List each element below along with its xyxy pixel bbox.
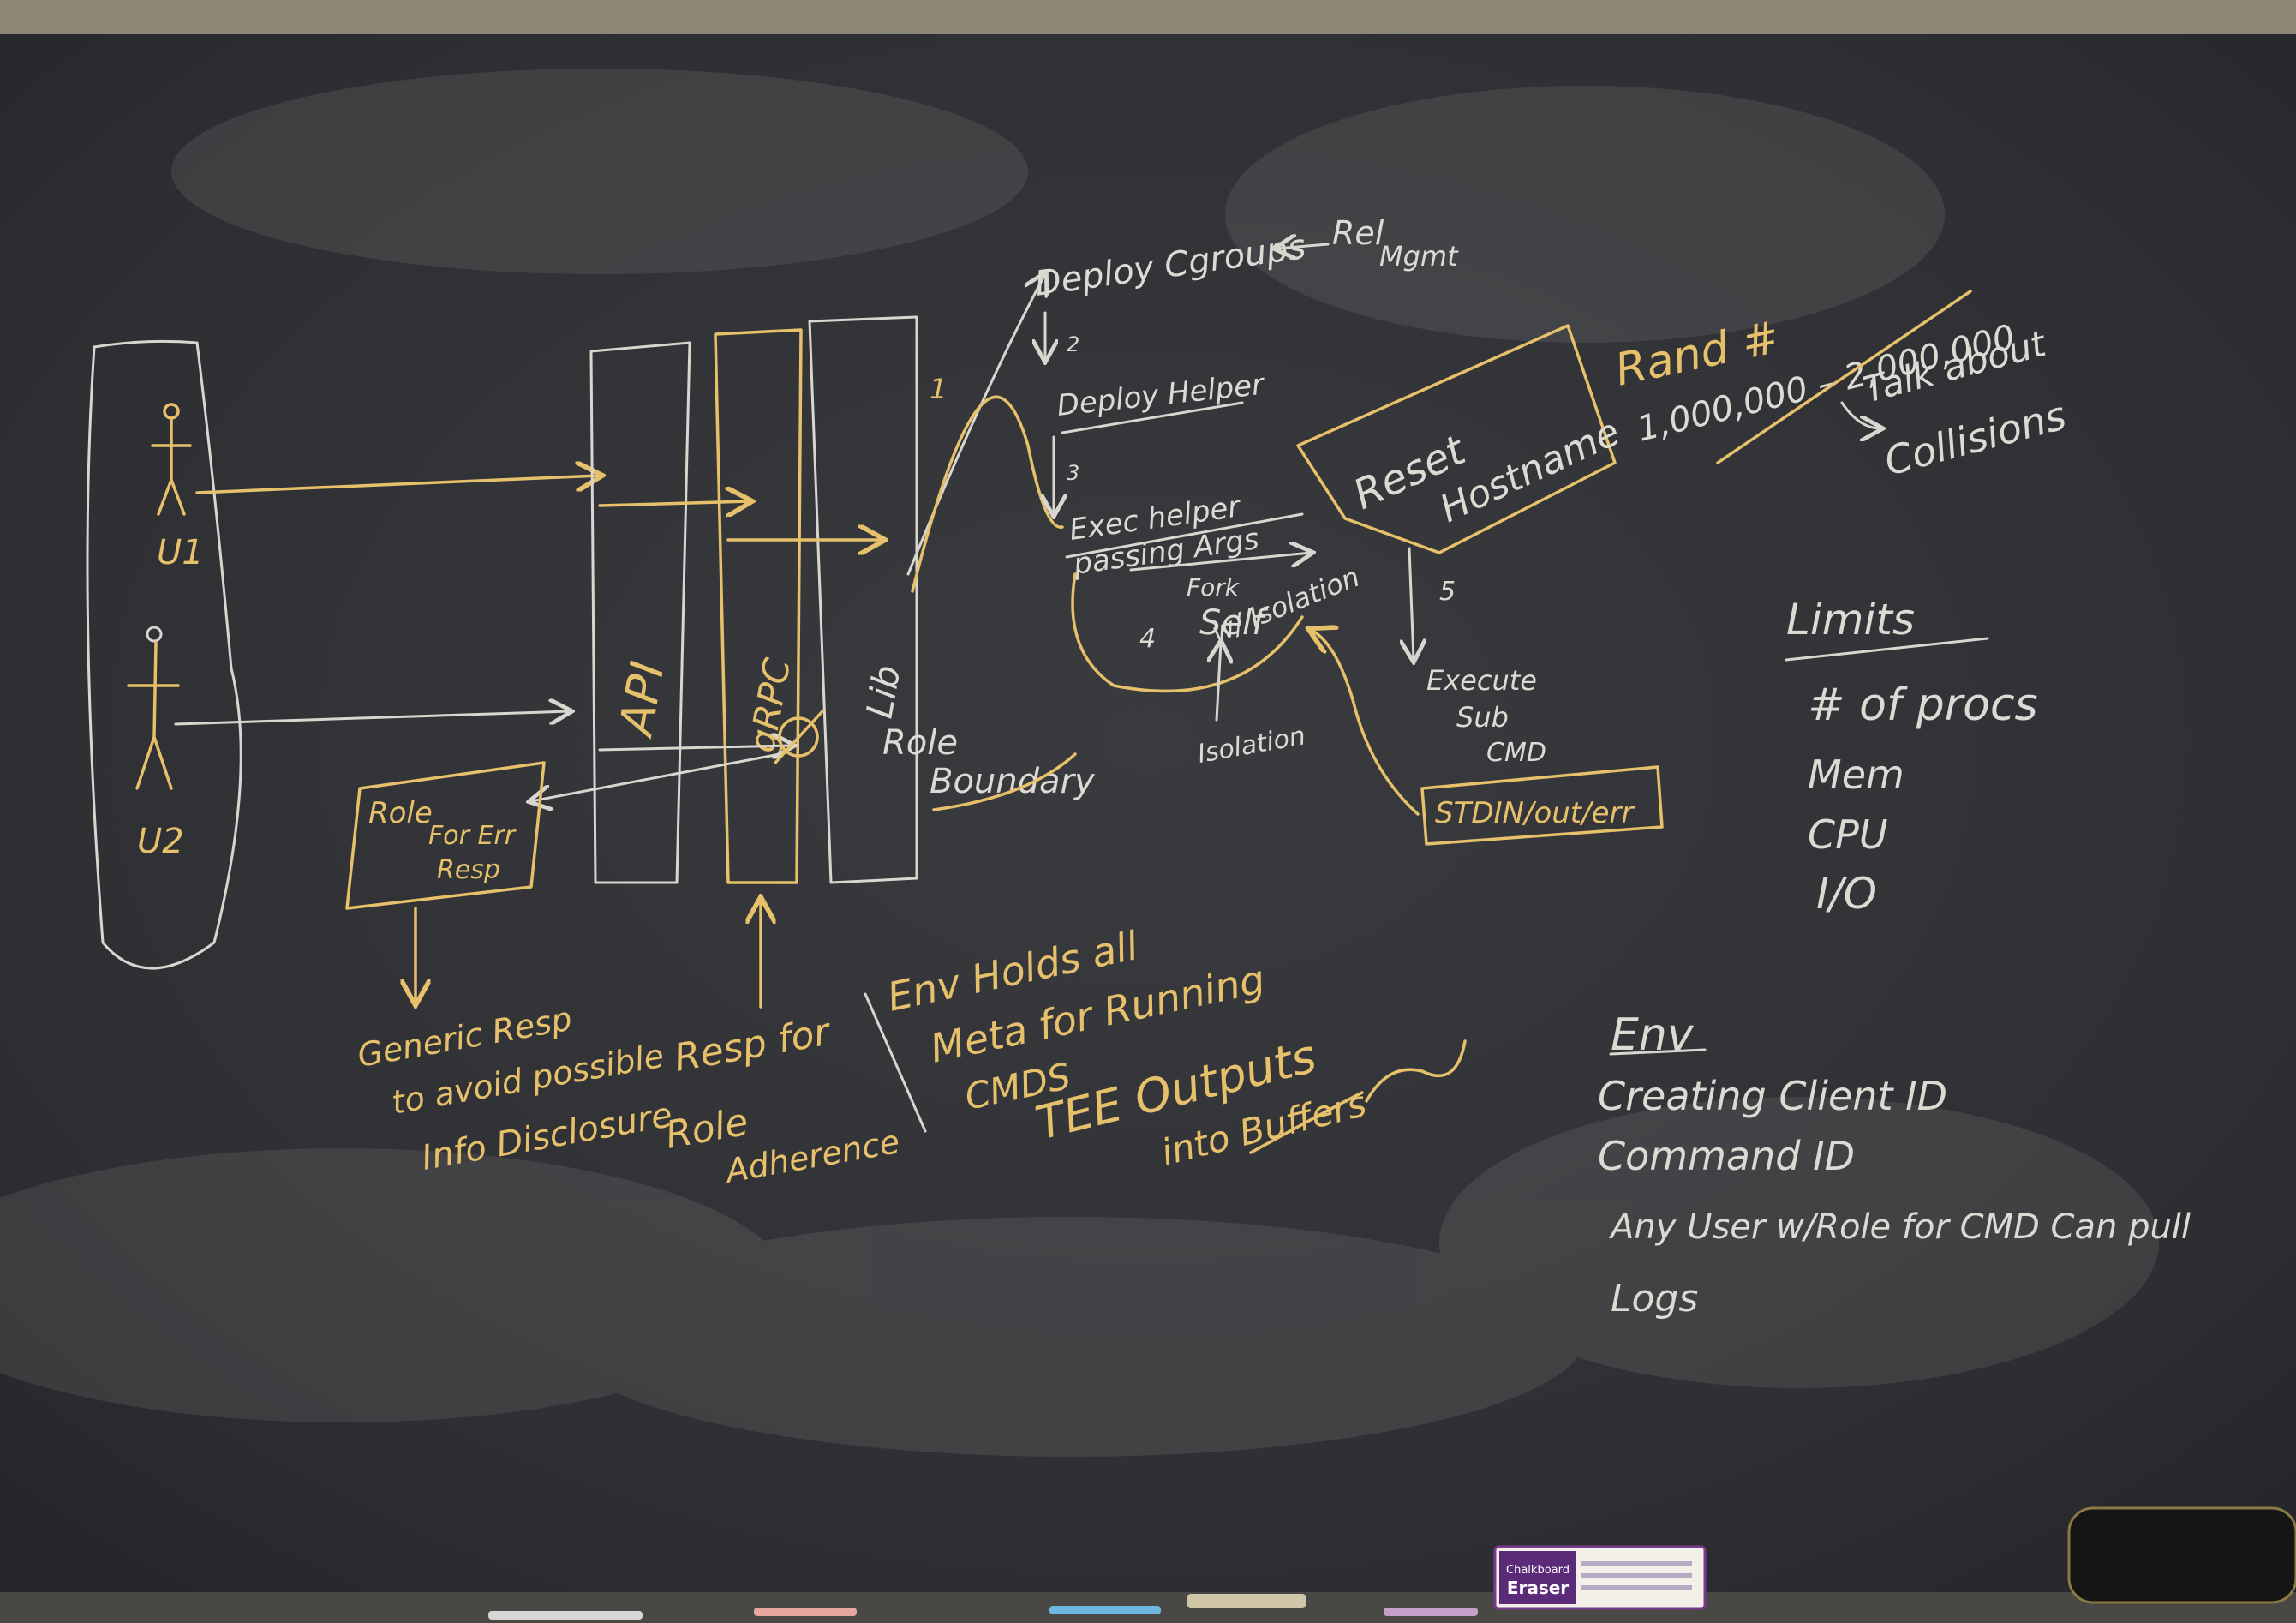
wall-strip: [0, 0, 2296, 36]
step-1: 1: [930, 373, 947, 405]
arrow-to-reset: [1129, 553, 1311, 572]
column-lib-label: Lib: [858, 662, 909, 721]
execute-sub-line3: CMD: [1486, 738, 1546, 768]
role-boundary-underline: [932, 752, 1077, 812]
limits-underline: [1785, 637, 1989, 662]
limits-item-mem: Mem: [1808, 752, 1904, 798]
column-lib-outline: [808, 315, 918, 884]
exec-helper-underline: [1065, 512, 1304, 559]
user-2-label: U2: [137, 822, 184, 861]
execute-sub-line1: Execute: [1426, 664, 1537, 697]
role-err-box: [345, 761, 546, 910]
column-grpc-outline: [714, 328, 803, 884]
pencil-case[interactable]: [2067, 1506, 2296, 1604]
env-item-client-id: Creating Client ID: [1598, 1073, 1947, 1119]
tee-underline: [1249, 1091, 1364, 1154]
role-err-line1: Role: [368, 796, 433, 830]
arrow-api-to-grpc: [598, 501, 750, 506]
role-boundary-block: [778, 716, 819, 758]
role-err-line2: For Err: [428, 821, 517, 851]
column-api-outline: [589, 341, 691, 884]
stdio-label: STDIN/out/err: [1435, 796, 1635, 830]
chalk-piece-pink[interactable]: [754, 1608, 857, 1616]
eraser-label-line1: Chalkboard: [1506, 1564, 1570, 1577]
divider-slash: [864, 992, 927, 1133]
arrow-stdio-to-isolation: [1311, 630, 1420, 816]
user-figure-2: [127, 626, 180, 790]
role-boundary-line2: Boundary: [930, 762, 1096, 801]
limits-item-io: I/O: [1816, 869, 1877, 919]
step-2: 2: [1067, 332, 1079, 356]
rel-mgmt-line1: Rel: [1332, 214, 1384, 252]
chalk-piece-purple[interactable]: [1384, 1608, 1478, 1616]
execute-sub-line2: Sub: [1456, 701, 1509, 734]
eraser-smudges: [0, 69, 2159, 1457]
limits-item-cpu: CPU: [1808, 812, 1888, 858]
chalk-piece-yellow[interactable]: [1187, 1594, 1306, 1608]
user-1-label: U1: [157, 533, 204, 572]
eraser-label-line2: Eraser: [1507, 1578, 1569, 1598]
arrow-step-5: [1409, 547, 1414, 660]
env-item-any-user: Any User w/Role for CMD Can pull: [1608, 1207, 2191, 1247]
user-group-outline: [86, 339, 242, 970]
tee-squiggle: [1365, 1039, 1467, 1103]
arrow-api-to-grpc-lower: [598, 746, 792, 750]
reset-hostname-box: [1296, 324, 1617, 554]
step-3: 3: [1067, 461, 1079, 485]
role-err-line3: Resp: [437, 855, 500, 885]
chalk-piece-blue[interactable]: [1049, 1606, 1161, 1614]
arrow-u2-to-api: [174, 711, 570, 726]
arrow-u1-to-api: [195, 476, 600, 494]
role-boundary-line1: Role: [882, 723, 958, 763]
user-figure-1: [151, 403, 192, 516]
rand-slash: [1716, 290, 1972, 464]
chalkboard-eraser[interactable]: Chalkboard Eraser: [1493, 1545, 1707, 1610]
limits-title: Limits: [1786, 595, 1915, 644]
arrow-isolation-up: [1217, 643, 1221, 722]
rand-note-arrow: [1840, 401, 1880, 428]
rel-mgmt-line2: Mgmt: [1379, 240, 1459, 272]
arrow-step-4-loop: [1071, 572, 1304, 693]
arrow-back-to-role-box: [531, 752, 781, 801]
stdio-box: [1420, 765, 1664, 846]
env-item-logs: Logs: [1611, 1277, 1698, 1321]
step-4: 4: [1139, 624, 1156, 654]
env-item-command-id: Command ID: [1598, 1133, 1855, 1179]
step-5: 5: [1439, 577, 1456, 607]
fork-label: Fork: [1187, 573, 1241, 602]
env-underline: [1609, 1048, 1707, 1056]
user-group: U1 U2: [86, 339, 242, 970]
chalk-piece-white[interactable]: [488, 1611, 643, 1620]
deploy-helper-underline: [1061, 401, 1244, 434]
arrow-rel-mgmt: [1277, 244, 1330, 249]
role-boundary-slash: [774, 710, 824, 764]
chalkboard-surface: [0, 34, 2296, 1602]
self-label: Self: [1199, 603, 1269, 643]
column-api-label: API: [608, 657, 674, 741]
limits-item-procs: # of procs: [1808, 680, 2038, 731]
